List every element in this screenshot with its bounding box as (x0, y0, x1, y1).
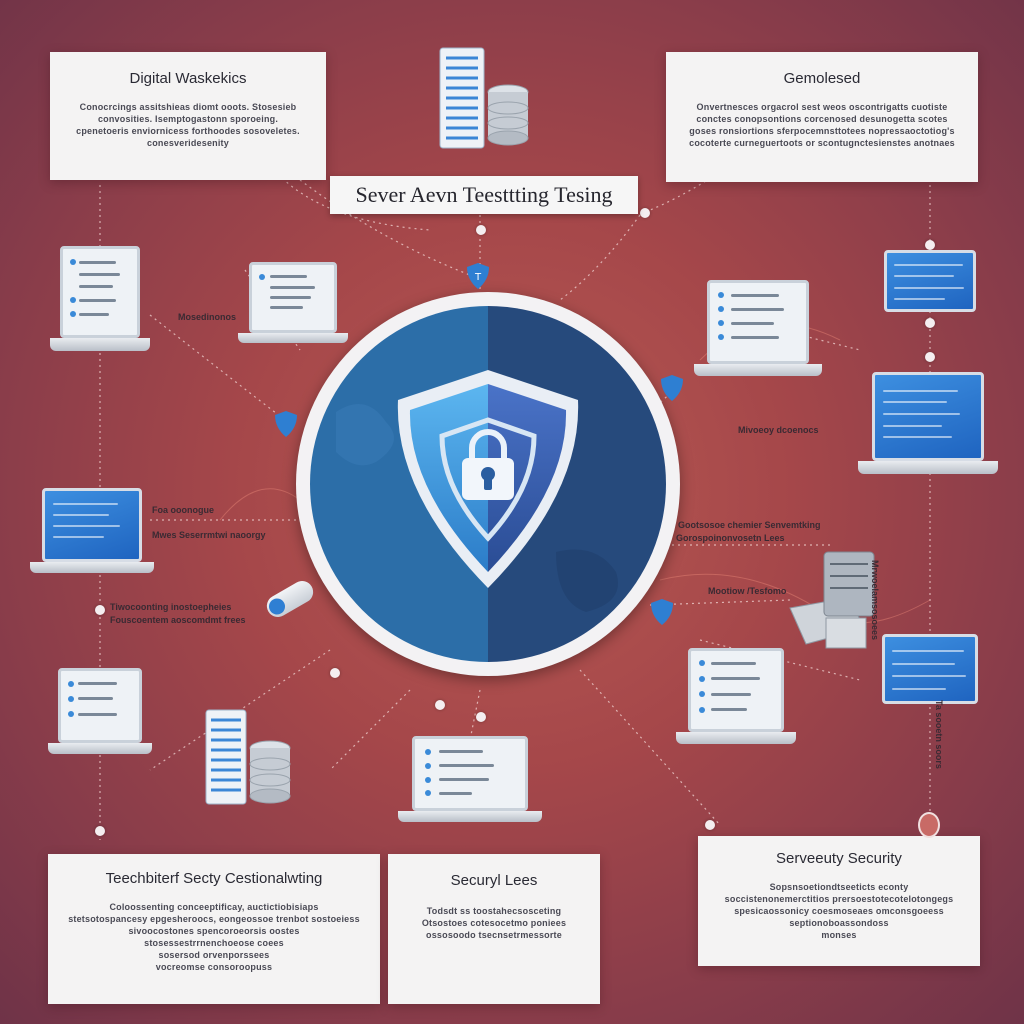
small-shield-icon (275, 411, 297, 437)
node-label: Ta sooetn soors (934, 700, 944, 769)
card-line: sosersod orvenporssees (158, 950, 270, 960)
card-line: sivoocostones spencoroeorsis oostes (128, 926, 300, 936)
card-line: stosessestrrnenchoeose coees (144, 938, 284, 948)
laptop-icon (48, 668, 152, 760)
card-line: goses ronsiortions sferpocemnsttotees no… (689, 126, 955, 136)
connector-pin (925, 318, 935, 328)
card-line: spesicaossonicy coesmoseaes omconsgoeess (734, 906, 944, 916)
laptop-icon (676, 648, 796, 750)
connector-pin (95, 826, 105, 836)
card-line: vocreomse consoroopuss (155, 962, 273, 972)
card-line: Onvertnesces orgacrol sest weos oscontri… (696, 102, 948, 112)
laptop-icon (884, 250, 976, 312)
card-bottom-mid: Securyl Lees Todsdt ss toostahecsoscetin… (388, 854, 600, 1004)
node-label: Fouscoentem aoscomdmt frees (110, 615, 246, 625)
card-line: Sopsnsoetiondtseeticts econty (769, 882, 909, 892)
page-title-banner: Sever Aevn Teesttting Tesing (330, 176, 638, 214)
node-label: Mwes Seserrmtwi naoorgy (152, 530, 266, 540)
connector-pin (476, 712, 486, 722)
laptop-icon (858, 372, 998, 480)
connector-pin (925, 240, 935, 250)
server-hardware-icon (786, 548, 882, 660)
laptop-icon (694, 280, 822, 382)
card-line: conctes conopsontions corcenosed desunog… (696, 114, 948, 124)
database-icon (249, 740, 291, 804)
card-top-left: Digital Waskekics Conocrcings assitshiea… (50, 52, 326, 180)
card-line: ossosoodo tsecnsetrmessorte (426, 930, 562, 940)
card-line: cocoterte curneguertoots or scontugnctes… (689, 138, 955, 148)
node-label: Foa ooonogue (152, 505, 214, 515)
small-shield-icon (651, 599, 673, 625)
connector-pin (705, 820, 715, 830)
laptop-icon (238, 262, 348, 348)
laptop-icon (30, 488, 154, 578)
connector-pin (476, 225, 486, 235)
node-label: Gorospoinonvosetn Lees (676, 533, 785, 543)
connector-pin (640, 208, 650, 218)
svg-text:T: T (474, 272, 482, 283)
shield-lock-icon (397, 370, 579, 588)
small-shield-icon (661, 375, 683, 401)
card-line: convosities. Isemptogastonn sporoeing. (97, 114, 279, 124)
card-line: conesveridesenity (147, 138, 229, 148)
card-line: soccistenonemerctitios prersoestotecotel… (724, 894, 954, 904)
card-line: stetsotospancesy epgesheroocs, eongeosso… (68, 914, 360, 924)
card-heading: Serveeuty Security (776, 850, 902, 867)
database-icon (487, 84, 529, 146)
card-line: Coloossenting conceeptificay, auctictiob… (109, 902, 319, 912)
card-line: Todsdt ss toostahecsosceting (426, 906, 562, 916)
laptop-icon (398, 736, 542, 828)
card-line: Otsostoes cotesocetmo poniees (421, 918, 567, 928)
laptop-icon (50, 246, 150, 358)
node-label: Mootiow /Tesfomo (708, 586, 787, 596)
card-heading: Teechbiterf Secty Cestionalwting (105, 870, 323, 887)
security-shield-emblem (296, 292, 680, 676)
card-bottom-right: Serveeuty Security Sopsnsoetiondtseetict… (698, 836, 980, 966)
card-bottom-left: Teechbiterf Secty Cestionalwting Colooss… (48, 854, 380, 1004)
node-label: Gootsosoe chemier Senvemtking (678, 520, 821, 530)
node-label: Tiwocoonting inostoepheies (110, 602, 232, 612)
lock-badge-icon (918, 812, 940, 838)
connector-pin (925, 352, 935, 362)
laptop-icon (882, 634, 978, 704)
connector-pin (95, 605, 105, 615)
connector-pin (330, 668, 340, 678)
card-line: cpenetoeris enviornicess forthoodes soso… (76, 126, 300, 136)
card-heading: Gemolesed (783, 70, 861, 87)
node-label: Mivoeoy dcoenocs (738, 425, 819, 435)
page-title: Sever Aevn Teesttting Tesing (355, 182, 613, 207)
server-stack-icon (204, 708, 296, 808)
card-top-right: Gemolesed Onvertnesces orgacrol sest weo… (666, 52, 978, 182)
card-line: septionoboassondoss (789, 918, 889, 928)
small-shield-icon: T (467, 263, 489, 289)
card-line: monses (821, 930, 857, 940)
card-heading: Digital Waskekics (129, 70, 247, 87)
node-label: Mosedinonos (178, 312, 236, 322)
connector-pin (435, 700, 445, 710)
node-label: Mrwoelamsosoees (870, 560, 880, 641)
server-stack-icon (438, 46, 532, 156)
card-line: Conocrcings assitshieas diomt ooots. Sto… (79, 102, 297, 112)
card-heading: Securyl Lees (450, 872, 538, 889)
